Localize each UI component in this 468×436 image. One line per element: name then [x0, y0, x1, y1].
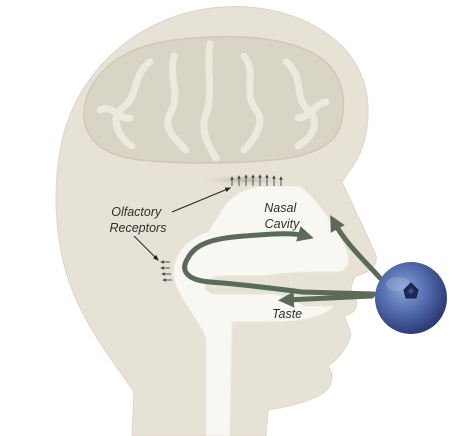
olfactory-receptors-roof — [230, 174, 283, 186]
olfactory-label-line1: Olfactory — [111, 205, 162, 219]
taste-label: Taste — [272, 307, 302, 321]
retronasal-flow-arrow — [182, 226, 377, 297]
taste-flow-arrow — [278, 291, 375, 308]
olfactory-label-line2: Receptors — [110, 221, 167, 235]
olfactory-receptors-label: Olfactory Receptors — [110, 205, 167, 235]
olfactory-receptors-throat — [160, 260, 172, 282]
olfactory-bulb — [198, 174, 290, 186]
airway-cavity — [173, 185, 350, 436]
brain — [83, 35, 345, 164]
blueberry-icon — [375, 262, 447, 334]
nasal-cavity-label: Nasal Cavity — [264, 201, 300, 231]
pointer-to-roof-receptors — [171, 187, 232, 213]
nasal-label-line1: Nasal — [264, 201, 297, 215]
pointer-to-throat-receptors — [133, 235, 159, 261]
orthonasal-flow-arrow — [330, 214, 383, 281]
nasal-label-line2: Cavity — [265, 217, 300, 231]
